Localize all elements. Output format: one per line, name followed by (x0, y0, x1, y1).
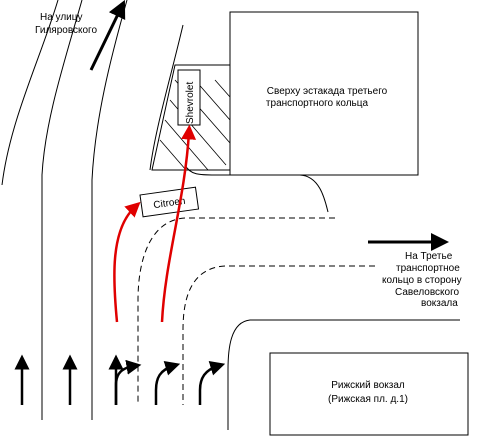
station-block (269, 352, 469, 436)
dashed-curve-2 (182, 265, 375, 405)
ttk-label-4: Савеловского (395, 287, 460, 298)
ttk-label-2: транспортное (396, 263, 460, 274)
citroen-label: Citroen (153, 196, 186, 211)
gilyarovskogo-label-1: На улицу (40, 12, 83, 23)
red-paths (113, 124, 197, 323)
station-label-1: Рижский вокзал (331, 380, 405, 391)
shevrolet-car: Shevrolet (177, 69, 201, 126)
ttk-label-3: кольцо в сторону (382, 275, 462, 286)
overpass-block (229, 11, 419, 176)
lane-arrow-right-3 (198, 361, 226, 405)
curb-bottom (227, 319, 460, 430)
red-path-shevrolet (160, 124, 197, 323)
arrow-to-gilyarovskogo (89, 0, 126, 71)
shevrolet-label: Shevrolet (185, 82, 196, 124)
road-edges (1, 0, 184, 420)
road-edge-2 (41, 0, 83, 420)
station-label-2: (Рижская пл. д.1) (328, 394, 408, 405)
gilyarovskogo-label-2: Гиляровского (35, 25, 97, 36)
red-path-citroen (113, 201, 141, 323)
dashed-curve-1 (137, 217, 335, 405)
lane-arrow-right-1 (114, 359, 142, 405)
overpass-label-1: Сверху эстакада третьего (267, 86, 388, 97)
road-edge-1 (1, 0, 59, 186)
road-edge-4 (149, 24, 184, 171)
ttk-label-1: На Третье (405, 251, 453, 262)
lane-arrows (14, 354, 226, 405)
ttk-label-5: вокзала (421, 298, 458, 309)
citroen-car: Citroen (139, 186, 200, 218)
lane-arrow-right-2 (154, 361, 181, 405)
road-edge-3 (91, 0, 128, 420)
overpass-label-2: транспортного кольца (266, 98, 369, 109)
lane-markings (137, 217, 375, 405)
